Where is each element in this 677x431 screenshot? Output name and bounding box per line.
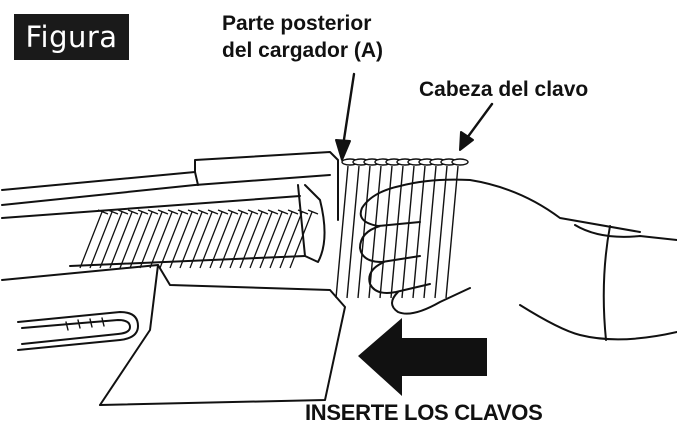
- magazine-back-callout-line2: del cargador (A): [222, 39, 384, 62]
- magazine-nail: [259, 209, 289, 269]
- strip-nail: [445, 158, 469, 299]
- magazine-nail: [179, 209, 209, 269]
- magazine-nail: [209, 209, 239, 269]
- magazine-nail: [159, 209, 189, 269]
- slot-teeth: [65, 317, 105, 331]
- magazine-slot: [17, 311, 139, 351]
- magazine-nail: [139, 209, 169, 269]
- magazine-back-edge: [297, 184, 326, 263]
- magazine-lower-edge: [69, 255, 306, 267]
- strip-nail: [401, 158, 425, 299]
- magazine-nail: [219, 209, 249, 269]
- hand-outline: [359, 178, 677, 341]
- magazine-nail: [269, 209, 299, 269]
- strip-nail: [346, 158, 370, 299]
- magazine-nail: [229, 209, 259, 269]
- insert-nails-instruction: INSERTE LOS CLAVOS: [305, 400, 543, 425]
- magazine-body-fold: [99, 264, 159, 406]
- magazine-nail: [109, 209, 139, 269]
- magazine-nail: [149, 209, 179, 269]
- strip-nail: [335, 158, 359, 299]
- magazine-rail-inner: [1, 174, 331, 206]
- strip-nail: [390, 158, 414, 299]
- magazine-rail-lower: [1, 195, 301, 219]
- magazine-tab: [194, 171, 199, 186]
- magazine-back-arrow-head: [335, 139, 351, 161]
- nail-head-arrow-line: [465, 102, 494, 140]
- figure-label: Figura: [14, 14, 129, 60]
- magazine-nail: [199, 209, 229, 269]
- magazine-back-callout-line1: Parte posterior: [222, 12, 372, 35]
- magazine-nail: [279, 209, 309, 269]
- magazine-top-rail: [1, 151, 339, 221]
- nail-head-callout: Cabeza del clavo: [419, 78, 589, 101]
- magazine-slot-inner: [21, 319, 131, 345]
- magazine-nail: [249, 209, 279, 269]
- strip-nail: [379, 158, 403, 299]
- magazine-back-arrow-line: [341, 72, 356, 148]
- magazine-nail: [89, 209, 119, 269]
- magazine-nail: [169, 209, 199, 269]
- magazine-nail: [189, 209, 219, 269]
- magazine-nail: [99, 209, 129, 269]
- nail-head: [451, 158, 469, 166]
- hand-sleeve: [602, 225, 611, 341]
- magazine-nail: [119, 209, 149, 269]
- magazine-nail: [239, 209, 269, 269]
- magazine-nail: [129, 209, 159, 269]
- magazine-lower-body: [1, 264, 346, 406]
- nail-head-arrow-head: [459, 131, 474, 151]
- magazine-nail: [289, 209, 319, 269]
- magazine-nail: [79, 209, 109, 269]
- insert-direction-arrow: [358, 318, 487, 396]
- magazine-back-callout: Parte posterior del cargador (A): [222, 10, 383, 64]
